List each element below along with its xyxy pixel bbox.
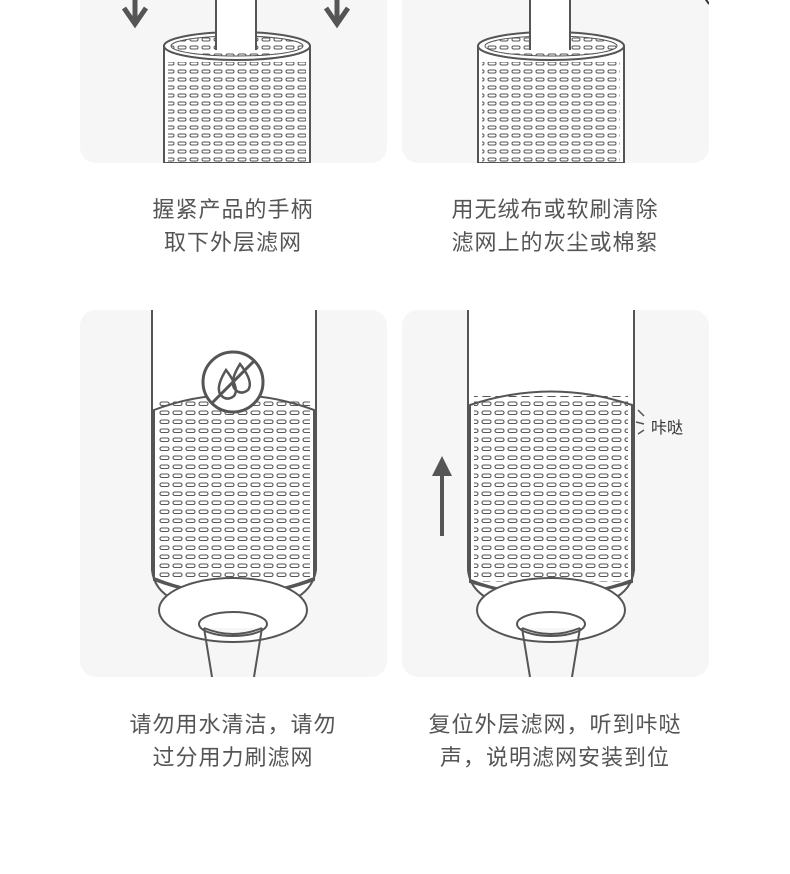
step4-illustration [402, 310, 709, 677]
brush-stroke [704, 0, 709, 5]
step2-caption: 用无绒布或软刷清除 滤网上的灰尘或棉絮 [390, 194, 720, 260]
caption-line: 声，说明滤网安装到位 [439, 746, 670, 771]
step1-illustration [80, 0, 387, 163]
step3-caption: 请勿用水清洁，请勿 过分用力刷滤网 [68, 709, 398, 775]
caption-line: 用无绒布或软刷清除 [451, 198, 659, 223]
caption-line: 取下外层滤网 [163, 231, 302, 256]
step3-illustration [80, 310, 387, 677]
down-arrow-icon [323, 0, 351, 29]
step4-caption: 复位外层滤网，听到咔哒 声，说明滤网安装到位 [390, 709, 720, 775]
caption-line: 请勿用水清洁，请勿 [129, 713, 337, 738]
down-arrow-icon [121, 0, 149, 29]
click-sound-label: 咔哒 [651, 418, 684, 437]
caption-line: 过分用力刷滤网 [152, 746, 314, 771]
step2-illustration [402, 0, 709, 163]
caption-line: 滤网上的灰尘或棉絮 [451, 231, 659, 256]
click-sound-icon [635, 409, 645, 435]
step1-caption: 握紧产品的手柄 取下外层滤网 [68, 194, 398, 260]
caption-line: 复位外层滤网，听到咔哒 [428, 713, 682, 738]
no-water-icon [201, 350, 265, 414]
caption-line: 握紧产品的手柄 [152, 198, 314, 223]
up-arrow-icon [432, 456, 452, 536]
